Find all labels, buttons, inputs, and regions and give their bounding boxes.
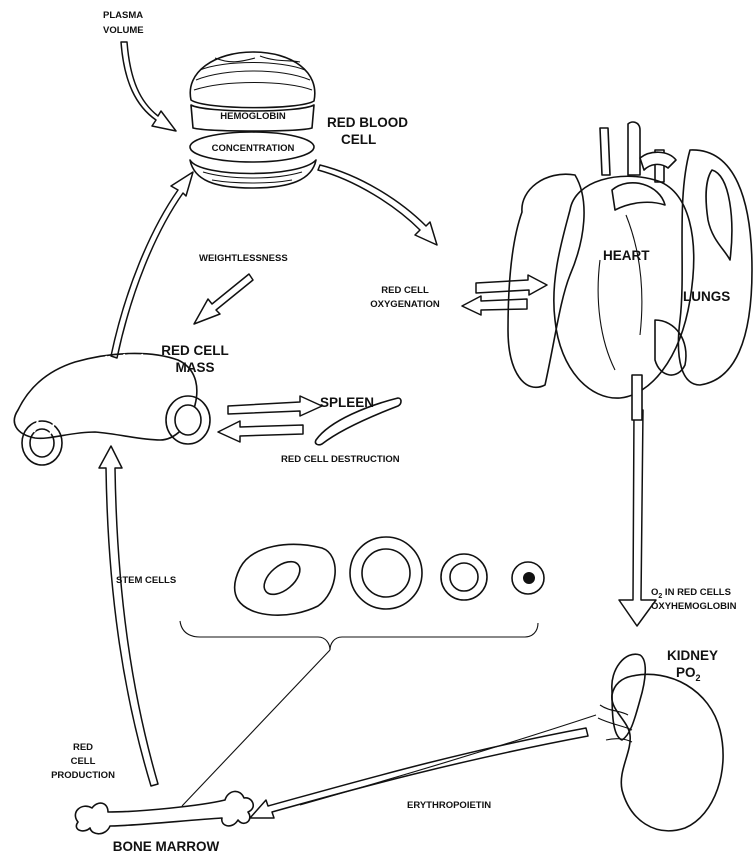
erythropoietin-label: ERYTHROPOIETIN (407, 800, 491, 811)
plasma-volume-label-line2: VOLUME (103, 25, 144, 36)
red-blood-cell-label-line1: RED BLOOD (327, 115, 408, 130)
arrow-rbc-to-oxygenation (318, 165, 437, 245)
po2-label: PO2 (676, 665, 701, 683)
arrow-plasma-to-rbc (121, 42, 176, 131)
o2-in-red-cells-label: O2 IN RED CELLS (651, 587, 731, 600)
weightlessness-label: WEIGHTLESSNESS (199, 253, 288, 264)
bone-marrow-label: BONE MARROW (113, 839, 220, 854)
kidney-icon (598, 654, 723, 831)
red-cell-oxygenation-label-line2: OXYGENATION (370, 299, 440, 310)
concentration-label: CONCENTRATION (212, 143, 295, 154)
bone-icon (75, 791, 253, 833)
plasma-volume-label-line1: PLASMA (103, 10, 143, 21)
stem-cells-label: STEM CELLS (116, 575, 176, 586)
red-cell-mass-label-line1: RED CELL (161, 343, 229, 358)
red-cell-mass-label-line2: MASS (175, 360, 214, 375)
red-cell-production-label-line3: PRODUCTION (51, 770, 115, 781)
stem-cell-bracket (180, 621, 538, 650)
red-cell-destruction-label: RED CELL DESTRUCTION (281, 454, 400, 465)
arrow-mass-to-rbc (111, 172, 193, 358)
heart-lungs-icon (508, 122, 752, 420)
red-cell-production-label-line1: RED (73, 742, 93, 753)
arrow-marrow-to-mass (99, 446, 158, 786)
bracket-to-bone-line (182, 650, 330, 806)
heart-label: HEART (603, 248, 650, 263)
red-blood-cell-label-line2: CELL (341, 132, 376, 147)
spleen-label: SPLEEN (320, 395, 374, 410)
hemoglobin-label: HEMOGLOBIN (220, 111, 286, 122)
arrow-mass-to-spleen (228, 396, 322, 416)
arrow-spleen-to-mass (218, 421, 303, 442)
red-cell-production-label-line2: CELL (71, 756, 96, 767)
arrow-heart-to-oxygenation (462, 296, 527, 315)
kidney-label: KIDNEY (667, 648, 718, 663)
red-cell-oxygenation-label-line1: RED CELL (381, 285, 429, 296)
arrow-weightlessness-to-mass (194, 274, 253, 324)
lungs-label: LUNGS (683, 289, 730, 304)
stem-cell-icon (235, 537, 544, 615)
oxyhemoglobin-label: OXYHEMOGLOBIN (651, 601, 737, 612)
arrow-oxygenation-to-heart (476, 275, 547, 295)
